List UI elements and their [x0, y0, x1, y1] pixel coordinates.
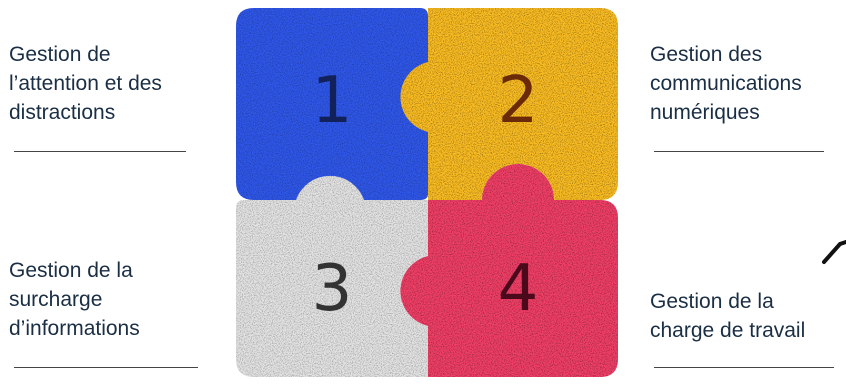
piece-1-number: 1	[312, 64, 353, 138]
topic-4-line-2: charge de travail	[650, 316, 805, 345]
topic-1-line-1: Gestion de	[9, 40, 162, 69]
topic-2-line-1: Gestion des	[650, 40, 802, 69]
puzzle-diagram: 1 2 3 4	[228, 0, 628, 385]
topic-2-line-3: numériques	[650, 98, 802, 127]
topic-1-label: Gestion de l’attention et des distractio…	[9, 40, 162, 127]
topic-3-line-3: d’informations	[9, 314, 140, 343]
topic-3-label: Gestion de la surcharge d’informations	[9, 256, 140, 343]
topic-1-line-3: distractions	[9, 98, 162, 127]
topic-4-divider	[654, 367, 834, 368]
piece-4-number: 4	[498, 252, 539, 326]
topic-3-divider	[14, 367, 198, 368]
topic-2-line-2: communications	[650, 69, 802, 98]
piece-3-number: 3	[312, 252, 353, 326]
topic-1-divider	[14, 151, 186, 152]
topic-4-label: Gestion de la charge de travail	[650, 287, 805, 345]
topic-1-line-2: l’attention et des	[9, 69, 162, 98]
topic-2-divider	[654, 151, 824, 152]
piece-2-number: 2	[498, 64, 539, 138]
topic-4-line-1: Gestion de la	[650, 287, 805, 316]
topic-3-line-2: surcharge	[9, 285, 140, 314]
topic-2-label: Gestion des communications numériques	[650, 40, 802, 127]
puzzle-piece-3: 3	[236, 176, 428, 377]
topic-3-line-1: Gestion de la	[9, 256, 140, 285]
decorative-stroke	[822, 240, 846, 270]
